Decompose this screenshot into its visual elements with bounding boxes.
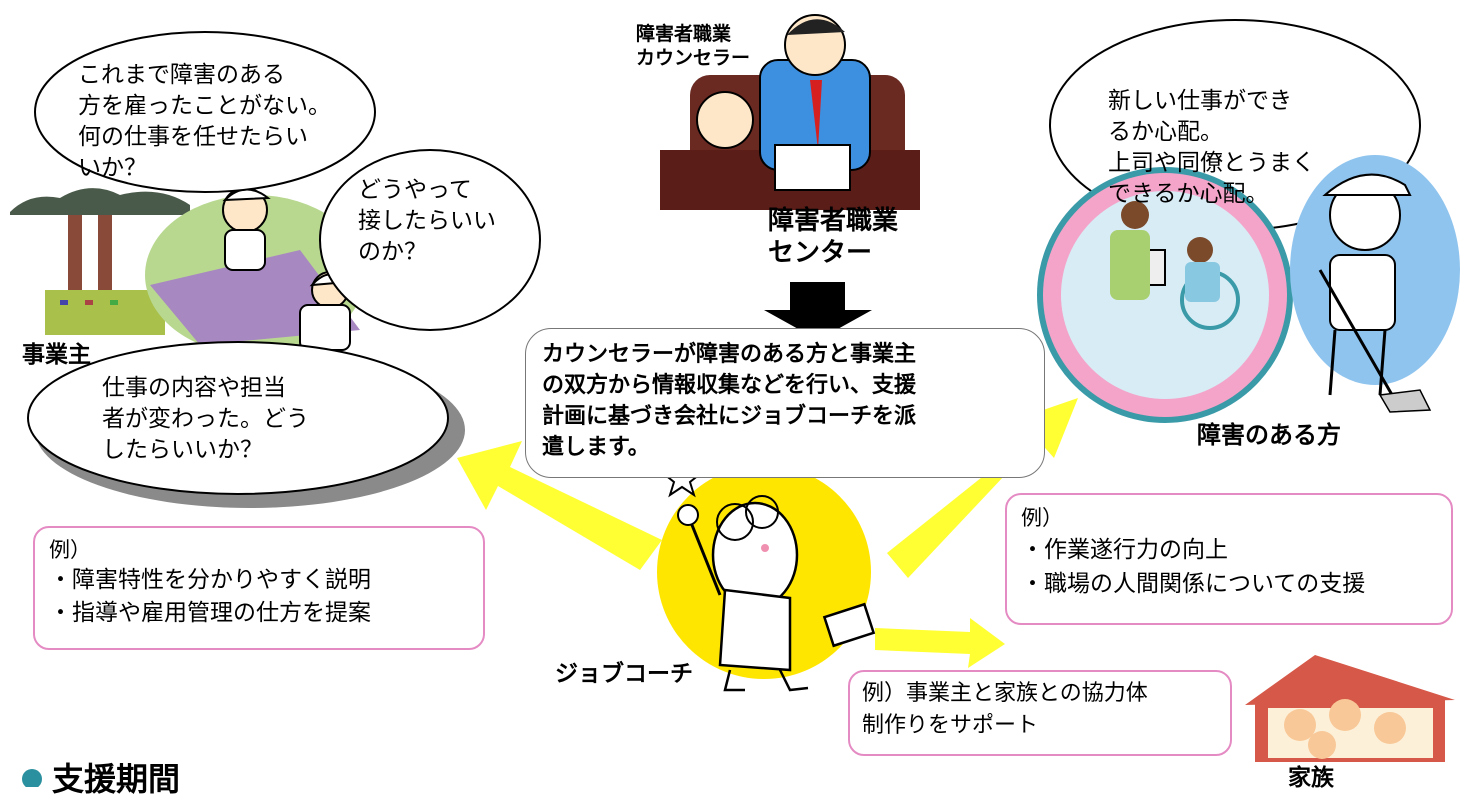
- example-box-employer: 例） ・障害特性を分かりやすく説明 ・指導や雇用管理の仕方を提案: [33, 526, 485, 650]
- example-box-person: 例） ・作業遂行力の向上 ・職場の人間関係についての支援: [1005, 493, 1453, 625]
- arrow-to-employer: [457, 441, 662, 570]
- workers-illustration: [145, 187, 365, 355]
- label-counselor: 障害者職業 カウンセラー: [636, 23, 751, 69]
- counselor-illustration: [660, 14, 920, 210]
- section-heading: 支援期間: [52, 760, 181, 798]
- cloud-employer-contact: [319, 149, 541, 331]
- example-employer-item: ・障害特性を分かりやすく説明: [49, 567, 371, 593]
- arrow-to-family: [875, 618, 1005, 668]
- bubble-employer-top: これまで障害のある 方を雇ったことがない。 何の仕事を任せたらい いか？: [78, 62, 331, 181]
- down-arrow: [764, 282, 872, 340]
- bubble-person-worry: 新しい仕事ができ るか心配。 上司や同僚とうまく できるか心配。: [1108, 88, 1315, 207]
- cloud-employer-change: [27, 341, 465, 508]
- cloud-employer-top: [34, 31, 376, 193]
- label-center: 障害者職業 センター: [768, 206, 899, 268]
- example-employer-title: 例）: [49, 538, 91, 562]
- example-person-item: ・作業遂行力の向上: [1021, 537, 1228, 563]
- center-explanation: カウンセラーが障害のある方と事業主 の双方から情報収集などを行い、支援 計画に基…: [525, 328, 1045, 478]
- heading-bullet-icon: [22, 769, 42, 787]
- person-sweeping-illustration: [1290, 155, 1460, 413]
- bubble-employer-change: 仕事の内容や担当 者が変わった。どう したらいいか？: [102, 375, 309, 463]
- example-box-family: 例）事業主と家族との協力体 制作りをサポート: [848, 670, 1232, 756]
- bubble-employer-contact: どうやって 接したらいい のか？: [358, 177, 496, 265]
- job-coach-illustration: [657, 465, 876, 692]
- workplace-circle-illustration: [1037, 167, 1293, 423]
- label-person: 障害のある方: [1197, 421, 1341, 449]
- example-employer-item: ・指導や雇用管理の仕方を提案: [49, 600, 371, 626]
- label-job-coach: ジョブコーチ: [555, 661, 693, 687]
- example-person-title: 例）: [1021, 506, 1063, 530]
- family-illustration: [1245, 655, 1455, 762]
- label-employer: 事業主: [22, 342, 91, 368]
- example-person-item: ・職場の人間関係についての支援: [1021, 571, 1366, 597]
- factory-icon: [10, 188, 190, 335]
